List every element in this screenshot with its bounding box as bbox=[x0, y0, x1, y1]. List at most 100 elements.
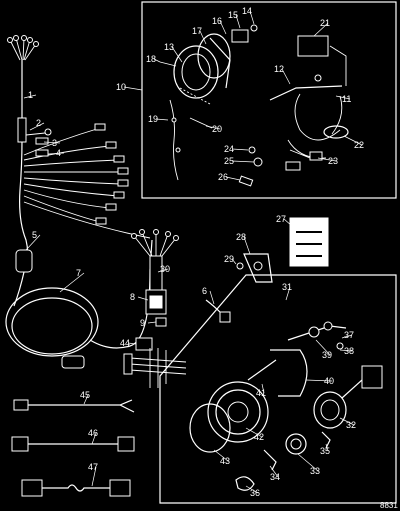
callout-leader-17 bbox=[199, 30, 207, 45]
callout-leader-12 bbox=[281, 68, 291, 85]
callout-leader-14 bbox=[249, 10, 255, 25]
callout-31: 31 bbox=[282, 282, 292, 292]
callout-leader-35 bbox=[325, 443, 329, 452]
callout-23: 23 bbox=[328, 156, 338, 166]
callout-leader-20 bbox=[205, 125, 221, 130]
harness-45 bbox=[13, 399, 135, 413]
callout-30: 30 bbox=[160, 264, 170, 274]
callout-leader-43 bbox=[213, 449, 229, 462]
extension-harness-coil bbox=[5, 239, 153, 369]
callout-13: 13 bbox=[164, 42, 174, 52]
callout-leader-25 bbox=[231, 160, 255, 163]
gauge-kit-panel bbox=[141, 1, 397, 199]
callout-leader-32 bbox=[339, 417, 355, 426]
callout-39: 39 bbox=[322, 350, 332, 360]
callout-3: 3 bbox=[52, 138, 57, 148]
callout-leader-29 bbox=[231, 258, 237, 265]
callout-29: 29 bbox=[224, 254, 234, 264]
callout-24: 24 bbox=[224, 144, 234, 154]
callout-1: 1 bbox=[28, 90, 33, 100]
callout-45: 45 bbox=[80, 390, 90, 400]
callout-34: 34 bbox=[270, 472, 280, 482]
callout-leader-15 bbox=[235, 14, 241, 29]
callout-leader-40 bbox=[305, 379, 333, 382]
callout-leader-16 bbox=[219, 20, 227, 35]
reference-code: 8831 bbox=[380, 501, 398, 510]
callout-28: 28 bbox=[236, 232, 246, 242]
callout-leader-27 bbox=[283, 218, 293, 227]
callout-leader-2 bbox=[29, 122, 45, 131]
callout-27: 27 bbox=[276, 214, 286, 224]
callout-9: 9 bbox=[140, 318, 145, 328]
callout-leader-45 bbox=[83, 394, 89, 405]
callout-leader-33 bbox=[297, 453, 319, 472]
callout-leader-22 bbox=[343, 135, 363, 146]
callout-8: 8 bbox=[130, 292, 135, 302]
callout-32: 32 bbox=[346, 420, 356, 430]
callout-42: 42 bbox=[254, 432, 264, 442]
callout-18: 18 bbox=[146, 54, 156, 64]
callout-40: 40 bbox=[324, 376, 334, 386]
callout-leader-7 bbox=[59, 272, 85, 293]
key-switch-32 bbox=[313, 365, 383, 429]
callout-10: 10 bbox=[116, 82, 126, 92]
pigtail-44 bbox=[123, 337, 187, 388]
callout-leader-5 bbox=[25, 234, 41, 251]
callout-leader-6 bbox=[209, 290, 215, 305]
callout-leader-21 bbox=[313, 22, 329, 37]
callout-leader-46 bbox=[91, 432, 97, 445]
callout-leader-44 bbox=[127, 342, 137, 345]
callout-leader-36 bbox=[245, 485, 259, 494]
callout-leader-9 bbox=[147, 321, 157, 324]
callout-47: 47 bbox=[88, 462, 98, 472]
callout-leader-31 bbox=[285, 286, 291, 301]
callout-leader-4 bbox=[47, 152, 65, 155]
callout-20: 20 bbox=[212, 124, 222, 134]
bracket-28-29 bbox=[236, 253, 273, 283]
callout-17: 17 bbox=[192, 26, 202, 36]
callout-43: 43 bbox=[220, 456, 230, 466]
callout-leader-38 bbox=[339, 349, 353, 352]
callout-5: 5 bbox=[32, 230, 37, 240]
callout-36: 36 bbox=[250, 488, 260, 498]
callout-21: 21 bbox=[320, 18, 330, 28]
ignition-kit-panel bbox=[159, 274, 397, 504]
callout-6: 6 bbox=[202, 286, 207, 296]
gauge-assembly bbox=[159, 24, 258, 181]
parts-33-36 bbox=[235, 431, 331, 491]
callout-46: 46 bbox=[88, 428, 98, 438]
callout-leader-37 bbox=[341, 334, 353, 339]
callout-leader-30 bbox=[157, 268, 169, 273]
callout-2: 2 bbox=[36, 118, 41, 128]
callout-leader-23 bbox=[317, 157, 337, 162]
callout-14: 14 bbox=[242, 6, 252, 16]
callout-leader-13 bbox=[171, 46, 183, 63]
main-harness bbox=[7, 35, 151, 273]
callout-44: 44 bbox=[120, 338, 130, 348]
callout-leader-39 bbox=[315, 339, 331, 356]
callout-leader-28 bbox=[243, 236, 251, 255]
callout-4: 4 bbox=[56, 148, 61, 158]
callout-16: 16 bbox=[212, 16, 222, 26]
callout-leader-19 bbox=[155, 118, 169, 121]
harness-47 bbox=[21, 479, 131, 497]
callout-leader-11 bbox=[335, 95, 351, 100]
part-6-clip bbox=[205, 299, 231, 323]
callout-25: 25 bbox=[224, 156, 234, 166]
callout-12: 12 bbox=[274, 64, 284, 74]
callout-19: 19 bbox=[148, 114, 158, 124]
callout-38: 38 bbox=[344, 346, 354, 356]
callout-37: 37 bbox=[344, 330, 354, 340]
sender-harness bbox=[269, 35, 349, 171]
ignition-switch bbox=[189, 321, 347, 453]
callout-15: 15 bbox=[228, 10, 238, 20]
harness-46 bbox=[11, 436, 135, 452]
relay-assembly bbox=[131, 229, 179, 327]
terminal-block-27 bbox=[289, 217, 329, 267]
callout-11: 11 bbox=[342, 94, 351, 104]
callout-leader-42 bbox=[245, 427, 263, 438]
callout-leader-26 bbox=[225, 176, 241, 181]
